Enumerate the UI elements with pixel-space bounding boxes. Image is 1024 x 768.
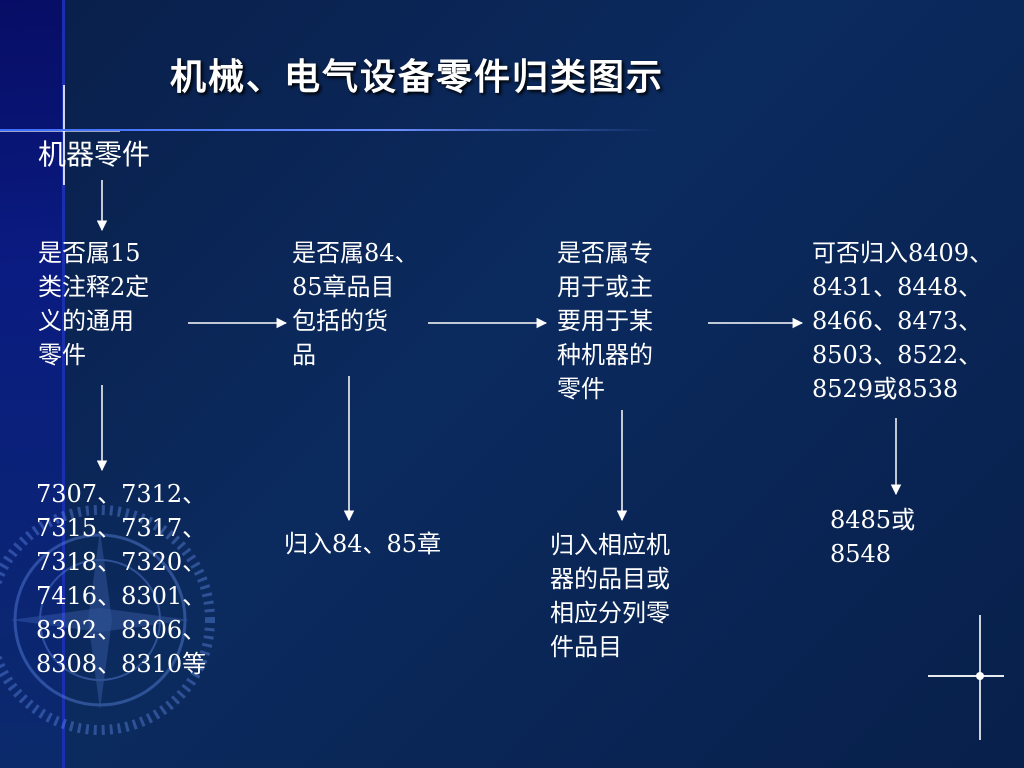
node-text-line: 8548 — [830, 540, 892, 568]
node-text-line: 零件 — [38, 341, 86, 369]
node-text-line: 可否归入8409、 — [812, 239, 994, 267]
node-text-line: 85章品目 — [292, 273, 395, 301]
left-decorative-band — [0, 0, 64, 768]
node-text-line: 要用于某 — [557, 307, 653, 335]
node-text-line: 7416、8301、 — [36, 582, 207, 610]
node-text-line: 用于或主 — [557, 273, 653, 301]
result-node-machine-headings: 归入相应机器的品目或相应分列零件品目 — [550, 528, 670, 664]
node-text-line: 8466、8473、 — [812, 307, 983, 335]
result-node-8485-8548: 8485或 8548 — [830, 503, 915, 571]
node-text-line: 归入84、85章 — [284, 530, 442, 558]
node-text-line: 种机器的 — [557, 341, 653, 369]
node-text-line: 8431、8448、 — [812, 273, 983, 301]
node-text-line: 8308、8310等 — [36, 650, 207, 678]
node-text-line: 器的品目或 — [550, 565, 670, 593]
node-text-line: 8485或 — [830, 506, 916, 534]
node-text-line: 8302、8306、 — [36, 616, 207, 644]
node-text-line: 归入相应机 — [550, 531, 670, 559]
node-text-line: 是否属专 — [557, 239, 653, 267]
compass-watermark-icon — [0, 505, 215, 735]
question-node-general-parts: 是否属15 类注释2定义的通用零件 — [38, 236, 149, 372]
node-text-line: 是否属84、 — [292, 239, 419, 267]
title-underline — [0, 129, 660, 131]
result-node-general-parts-headings: 7307、7312、 7315、7317、 7318、7320、 7416、8301、… — [36, 477, 206, 681]
question-node-ch84-85: 是否属84、 85章品目包括的货品 — [292, 236, 419, 372]
question-node-specific-machine: 是否属专用于或主要用于某种机器的零件 — [557, 236, 653, 406]
question-node-specified-headings: 可否归入8409、 8431、8448、 8466、8473、 8503、8522、 8… — [812, 236, 993, 406]
node-text-line: 7318、7320、 — [36, 548, 207, 576]
node-text-line: 是否属15 — [38, 239, 141, 267]
node-text-line: 7315、7317、 — [36, 514, 207, 542]
node-text-line: 零件 — [557, 375, 605, 403]
node-text-line: 8529或8538 — [812, 375, 959, 403]
node-text-line: 7307、7312、 — [36, 480, 207, 508]
result-node-ch84-85: 归入84、85章 — [284, 527, 441, 561]
node-text-line: 类注释2定 — [38, 273, 150, 301]
node-text-line: 相应分列零 — [550, 599, 670, 627]
node-text-line: 品 — [292, 341, 316, 369]
page-title: 机械、电气设备零件归类图示 — [170, 56, 665, 98]
node-text-line: 8503、8522、 — [812, 341, 983, 369]
left-band-line — [62, 0, 65, 768]
node-text-line: 件品目 — [550, 633, 622, 661]
root-node: 机器零件 — [38, 138, 151, 171]
node-text-line: 包括的货 — [292, 307, 388, 335]
node-text-line: 义的通用 — [38, 307, 134, 335]
